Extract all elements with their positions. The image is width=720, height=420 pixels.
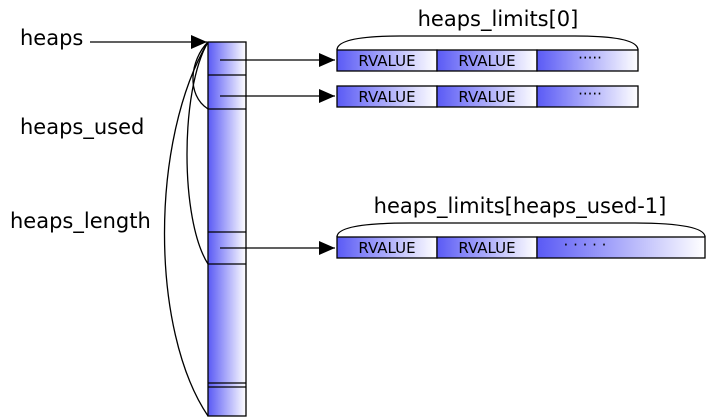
rvalue-label: RVALUE (458, 52, 515, 70)
label-heaps: heaps (20, 26, 83, 50)
heaps-used-range-curve (186, 41, 209, 265)
rvalue-label: RVALUE (358, 88, 415, 106)
rvalue-label: RVALUE (358, 52, 415, 70)
ellipsis-label: ····· (578, 85, 602, 103)
ellipsis-label: · · · · · (564, 236, 607, 254)
label-heaps-length: heaps_length (10, 209, 151, 234)
heap-row-1: RVALUE RVALUE ····· (220, 85, 639, 108)
heaps-array (207, 41, 247, 417)
row-title: heaps_limits[0] (418, 7, 579, 32)
heaps-length-curve (163, 41, 209, 417)
rvalue-label: RVALUE (458, 239, 515, 257)
heaps-array-body (207, 41, 247, 417)
row-title: heaps_limits[heaps_used-1] (374, 194, 667, 219)
row-title-brace (336, 35, 639, 51)
ellipsis-cell (536, 49, 639, 72)
ellipsis-cell (536, 85, 639, 108)
row-title-brace (336, 222, 706, 238)
heaps-used-curve (192, 41, 209, 110)
ellipsis-cell (536, 236, 706, 259)
rvalue-label: RVALUE (458, 88, 515, 106)
heap-row-0: heaps_limits[0] RVALUE RVALUE ····· (220, 7, 639, 72)
heap-row-last: heaps_limits[heaps_used-1] RVALUE RVALUE… (220, 194, 706, 259)
label-heaps-used: heaps_used (20, 115, 144, 140)
rvalue-label: RVALUE (358, 239, 415, 257)
ellipsis-label: ····· (578, 49, 602, 67)
